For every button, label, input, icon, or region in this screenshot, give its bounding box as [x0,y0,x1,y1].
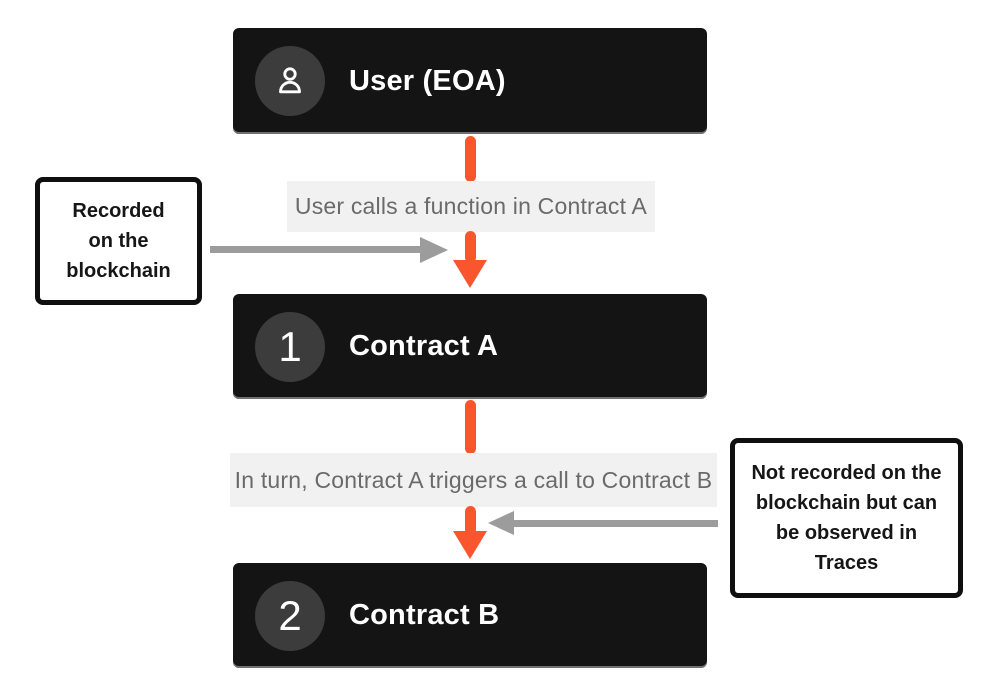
note-left-line: Recorded [72,200,165,222]
note-right-line: Traces [814,552,879,574]
user-icon [279,67,301,94]
annotation-arrow-right-shaft [512,520,718,527]
edge-label-2: In turn, Contract A triggers a call to C… [230,453,717,507]
flow-arrow-4-shaft [465,506,476,535]
node-title-contract-b: Contract B [349,599,500,631]
badge-number-1: 1 [278,322,302,370]
node-user-eoa: User (EOA) [233,28,707,134]
annotation-arrow-left-arrowhead-icon [488,511,514,535]
node-contract-b: 2 Contract B [233,563,707,668]
flow-arrow-2-arrowhead-icon [453,260,487,288]
edge-label-1: User calls a function in Contract A [287,181,655,232]
node-title-contract-a: Contract A [349,330,499,362]
annotation-arrow-right-arrowhead-icon [420,237,448,263]
badge-circle-1: 1 [255,311,325,382]
badge-number-2: 2 [278,591,302,639]
annotation-arrow-left-shaft [210,246,420,253]
flow-arrow-1-shaft [465,136,476,182]
note-recorded-on-blockchain: Recorded on the blockchain [35,177,202,305]
node-contract-a: 1 Contract A [233,294,707,399]
flow-arrow-2-shaft [465,231,476,263]
note-left-line: blockchain [66,260,171,282]
node-title-user: User (EOA) [349,64,506,97]
badge-circle-2: 2 [255,580,325,651]
note-right-line: be observed in [775,522,918,544]
user-avatar [255,46,325,116]
flow-arrow-3-shaft [465,400,476,454]
note-not-recorded-traces: Not recorded on the blockchain but can b… [730,438,963,598]
note-right-line: Not recorded on the [751,462,942,484]
note-right-line: blockchain but can [755,492,938,514]
note-left-line: on the [88,230,149,252]
flow-arrow-4-arrowhead-icon [453,531,487,559]
